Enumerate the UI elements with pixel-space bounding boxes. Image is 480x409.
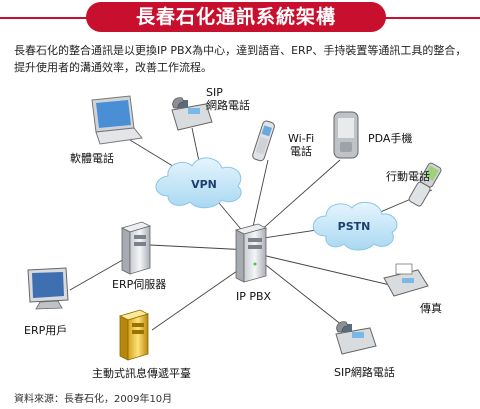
pda-icon [333,111,359,159]
line-ippbx-erp-server [149,244,251,251]
label-sip-top-line2: 網路電話 [206,99,250,112]
desk-phone-icon-bottom [335,321,377,355]
desk-phone-icon-top [171,97,213,131]
label-wifi-line1: Wi-Fi [288,132,315,145]
label-ip-pbx: IP PBX [236,290,272,303]
pstn-label: PSTN [337,220,371,233]
page-title: 長春石化通訊系統架構 [86,2,386,32]
pstn-cloud-icon [312,201,398,251]
label-erp-client: ERP用戶 [24,324,68,337]
gold-server-icon [118,309,150,361]
monitor-icon [27,267,69,310]
line-ippbx-sip-bottom [261,261,353,334]
label-sip-top-line1: SIP [206,86,223,99]
label-wifi-line2: 電話 [290,145,312,158]
source-note: 資料來源：長春石化，2009年10月 [14,394,173,405]
flip-phone-icon [408,162,442,207]
server-icon [120,221,152,275]
fax-icon [383,263,429,297]
label-fax: 傳真 [420,302,442,315]
label-pda: PDA手機 [368,132,413,145]
line-ippbx-fax [261,254,391,286]
title-banner: 長春石化通訊系統架構 [0,0,480,34]
line-ippbx-pda [249,159,341,241]
label-erp-server: ERP伺服器 [112,278,167,291]
wifi-phone-icon [252,120,275,162]
label-sip-bottom: SIP網路電話 [334,366,395,379]
server-tower-icon [234,223,268,283]
intro-text: 長春石化的整合通訊是以更換IP PBX為中心，達到語音、ERP、手持裝置等通訊工… [14,44,467,74]
line-ippbx-msg [151,261,251,331]
vpn-label: VPN [191,178,217,191]
label-mobile: 行動電話 [386,170,430,183]
label-softphone: 軟體電話 [70,152,114,165]
laptop-icon [91,95,143,145]
vpn-cloud-icon [155,157,242,209]
label-msg-server: 主動式訊息傳遞平臺 [92,367,191,380]
